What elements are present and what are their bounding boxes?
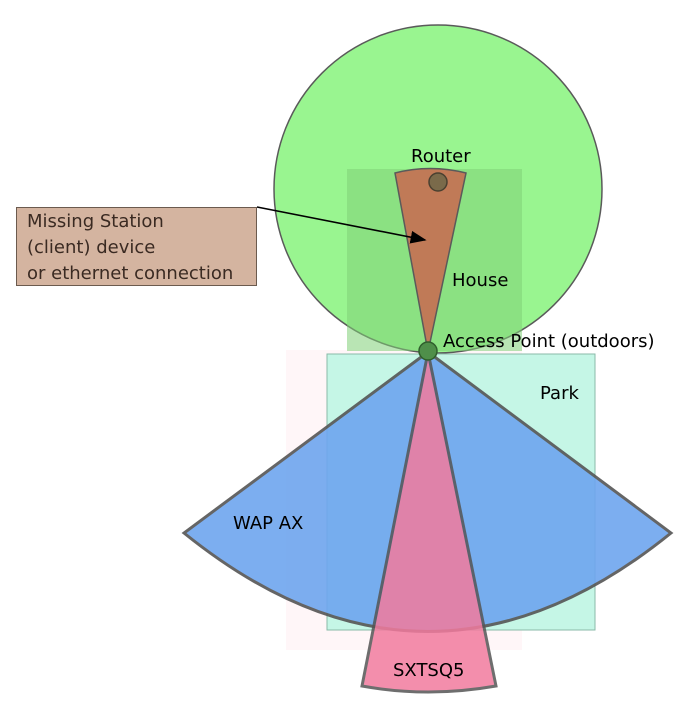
callout-arrow — [256, 206, 427, 244]
router-link-sector — [394, 167, 467, 353]
park-label: Park — [540, 383, 579, 404]
access-point-node — [418, 341, 438, 361]
router-label: Router — [411, 146, 471, 167]
callout-box-bg — [16, 207, 257, 286]
wap-ax-label: WAP AX — [233, 513, 303, 534]
missing-station-callout: Missing Station (client) device or ether… — [16, 207, 257, 286]
sxtsq5-sector — [360, 351, 498, 694]
access-point-label: Access Point (outdoors) — [443, 331, 655, 352]
router-node — [428, 172, 448, 192]
sxtsq5-label: SXTSQ5 — [393, 660, 464, 681]
house-label: House — [452, 270, 508, 291]
